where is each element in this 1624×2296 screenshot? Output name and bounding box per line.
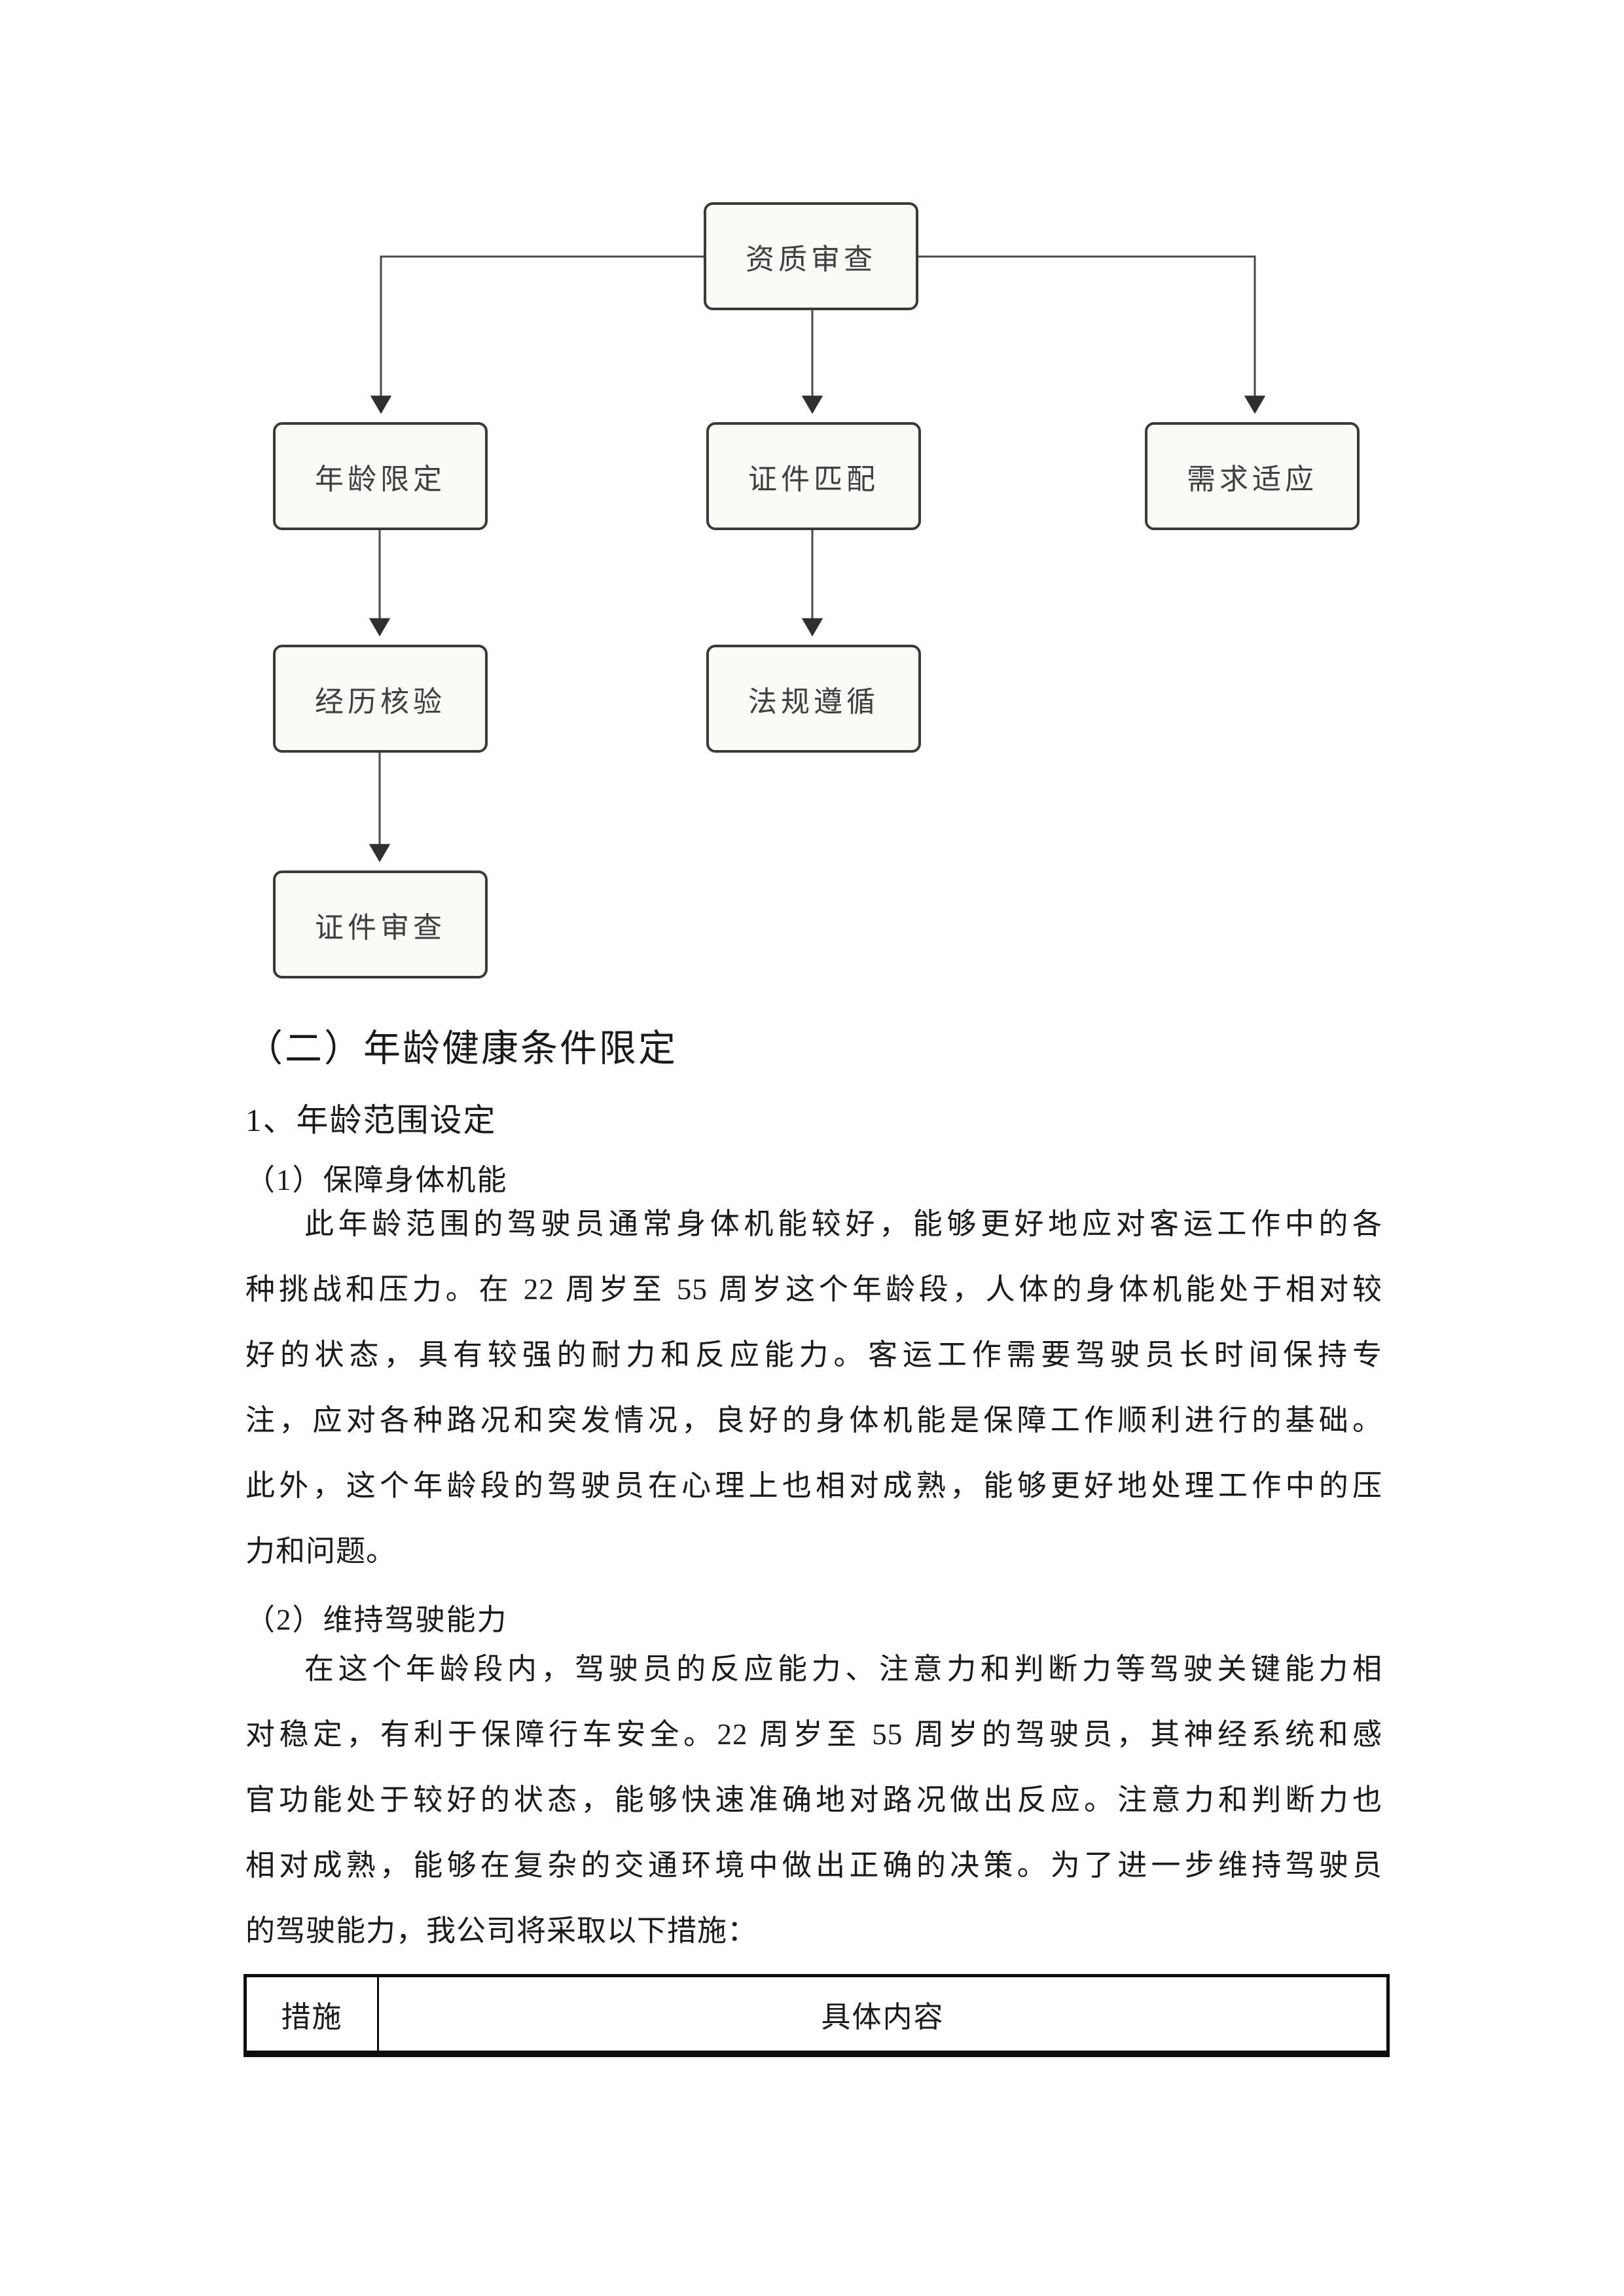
- measures-table: 措施 具体内容: [244, 1974, 1390, 2057]
- flow-node-label: 法规遵循: [748, 685, 879, 718]
- paragraph-line: 注，应对各种路况和突发情况，良好的身体机能是保障工作顺利进行的基础。: [245, 1404, 1382, 1437]
- section-heading: （二）年龄健康条件限定: [245, 1028, 677, 1069]
- paragraph-line: 好的状态，具有较强的耐力和反应能力。客运工作需要驾驶员长时间保持专: [245, 1338, 1382, 1371]
- flow-node-demand-adaptation: 需求适应: [1145, 422, 1360, 530]
- subsection-heading-1: 1、年龄范围设定: [245, 1102, 497, 1138]
- flow-node-label: 经历核验: [315, 685, 446, 718]
- flow-node-document-matching: 证件匹配: [706, 422, 921, 530]
- paragraph-line: 此外，这个年龄段的驾驶员在心理上也相对成熟，能够更好地处理工作中的压: [245, 1469, 1382, 1502]
- paragraph-line: 的驾驶能力，我公司将采取以下措施：: [245, 1914, 758, 1947]
- flow-node-qualification-review: 资质审查: [704, 202, 918, 310]
- subsection-heading-1a: （1）保障身体机能: [245, 1164, 508, 1196]
- paragraph-line: 此年龄范围的驾驶员通常身体机能较好，能够更好地应对客运工作中的各: [304, 1208, 1382, 1240]
- flow-node-label: 资质审查: [746, 243, 876, 276]
- edge-review-to-demand: [918, 255, 1266, 414]
- flow-node-document-review: 证件审查: [273, 870, 488, 978]
- paragraph-line: 力和问题。: [245, 1535, 397, 1568]
- table-header-content: 具体内容: [821, 2000, 945, 2034]
- paragraph-line: 种挑战和压力。在 22 周岁至 55 周岁这个年龄段，人体的身体机能处于相对较: [245, 1273, 1382, 1306]
- paragraph-line: 对稳定，有利于保障行车安全。22 周岁至 55 周岁的驾驶员，其神经系统和感: [245, 1718, 1382, 1751]
- flow-node-label: 年龄限定: [315, 463, 446, 495]
- flowchart-connectors: [369, 255, 1266, 863]
- flow-node-experience-check: 经历核验: [273, 645, 488, 753]
- flow-node-label: 需求适应: [1187, 463, 1318, 495]
- paragraph-line: 在这个年龄段内，驾驶员的反应能力、注意力和判断力等驾驶关键能力相: [304, 1653, 1382, 1685]
- paragraph-line: 相对成熟，能够在复杂的交通环境中做出正确的决策。为了进一步维持驾驶员: [245, 1849, 1382, 1882]
- paragraph-body-functions: 此年龄范围的驾驶员通常身体机能较好，能够更好地应对客运工作中的各 种挑战和压力。…: [245, 1191, 1382, 1584]
- flow-node-label: 证件审查: [315, 911, 446, 944]
- table-header-measure: 措施: [247, 1977, 379, 2051]
- flow-node-age-restriction: 年龄限定: [273, 422, 488, 530]
- subsection-heading-2: （2）维持驾驶能力: [245, 1604, 508, 1636]
- edge-review-to-age: [370, 255, 704, 414]
- flow-node-regulation-compliance: 法规遵循: [706, 645, 921, 753]
- flow-node-label: 证件匹配: [748, 463, 879, 495]
- paragraph-driving-ability: 在这个年龄段内，驾驶员的反应能力、注意力和判断力等驾驶关键能力相 对稳定，有利于…: [245, 1636, 1382, 1964]
- paragraph-line: 官功能处于较好的状态，能够快速准确地对路况做出反应。注意力和判断力也: [245, 1784, 1382, 1816]
